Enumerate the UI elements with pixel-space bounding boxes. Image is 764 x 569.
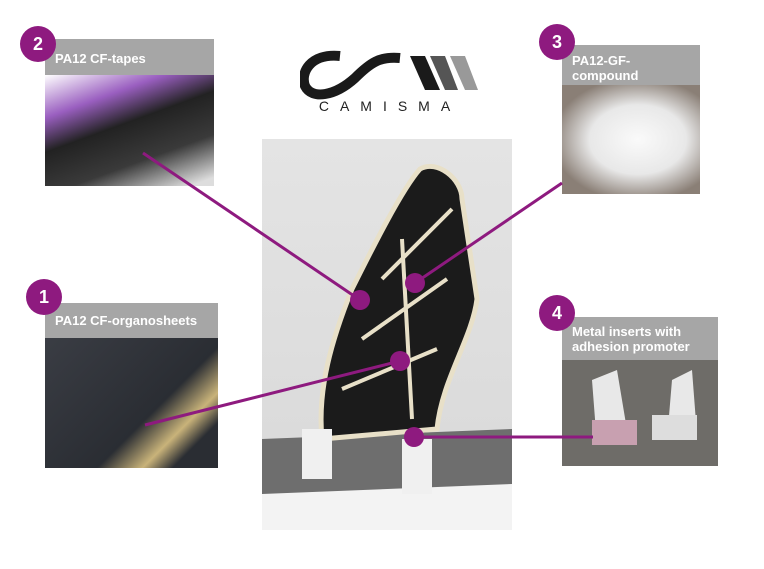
badge-1: 1 <box>26 279 62 315</box>
seat-illustration <box>262 163 512 530</box>
badge-2: 2 <box>20 26 56 62</box>
cf-tapes-photo <box>45 75 214 186</box>
logo-text: CAMISMA <box>318 98 462 114</box>
badge-4: 4 <box>539 295 575 331</box>
metal-inserts-photo <box>562 360 718 466</box>
callout-1-header: PA12 CF-organosheets <box>45 303 218 338</box>
gf-compound-photo <box>562 85 700 194</box>
callout-4-header: Metal inserts with adhesion promoter <box>562 317 718 360</box>
logo-mark-icon <box>300 50 478 100</box>
camisma-logo: CAMISMA <box>300 48 480 118</box>
seat-photo <box>262 139 512 530</box>
callout-2-header: PA12 CF-tapes <box>45 39 214 75</box>
metal-inserts-illustration <box>592 370 697 445</box>
organosheets-photo <box>45 338 218 468</box>
badge-3: 3 <box>539 24 575 60</box>
callout-3-header: PA12-GF-compound <box>562 45 700 85</box>
